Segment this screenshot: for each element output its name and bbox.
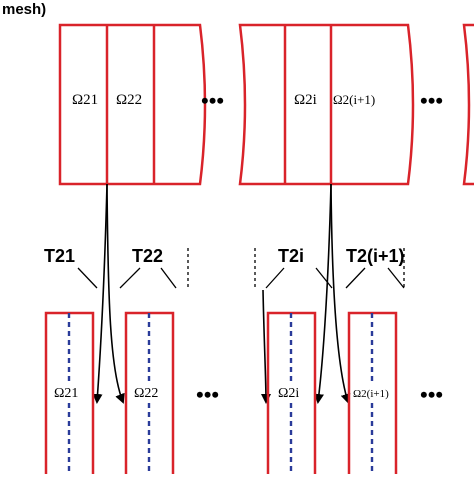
top-label-omega-2i1: Ω2(i+1)	[333, 92, 375, 107]
projection-arrows	[92, 183, 351, 404]
bottom-ellipsis-2: •••	[420, 382, 443, 407]
t-dotted-stubs	[187, 248, 405, 290]
arrow-left-to-sub-2i	[260, 289, 271, 404]
bottom-ellipsis-1: •••	[196, 382, 219, 407]
arrow-interface-2-to-sub-2i	[314, 183, 332, 404]
t-label-22: T22	[132, 246, 163, 266]
bottom-label-omega-2i: Ω2i	[278, 386, 299, 401]
top-ellipsis-2: •••	[420, 88, 443, 113]
t-label-2i: T2i	[278, 246, 304, 266]
arrow-interface-1-to-sub-22	[106, 183, 125, 404]
bottom-label-omega-2i1: Ω2(i+1)	[353, 388, 389, 400]
top-label-omega-21: Ω21	[72, 92, 98, 108]
t-label-2i1: T2(i+1)	[346, 246, 405, 266]
t-leader-lines	[77, 267, 405, 289]
bottom-label-omega-21: Ω21	[54, 386, 78, 401]
top-mesh-block-middle	[238, 23, 415, 186]
header-caption: mesh)	[2, 1, 46, 18]
top-mesh-block-left	[58, 23, 207, 186]
top-label-omega-2i: Ω2i	[294, 92, 317, 108]
arrow-interface-1-to-sub-21	[92, 183, 108, 404]
transfer-labels: T21 T22 T2i T2(i+1)	[44, 246, 405, 266]
bottom-label-omega-22: Ω22	[134, 386, 158, 401]
top-mesh-block-right	[462, 23, 474, 186]
top-ellipsis-1: •••	[201, 88, 224, 113]
arrow-interface-2-to-sub-2i1	[330, 183, 351, 404]
t-label-21: T21	[44, 246, 75, 266]
top-label-omega-22: Ω22	[116, 92, 142, 108]
